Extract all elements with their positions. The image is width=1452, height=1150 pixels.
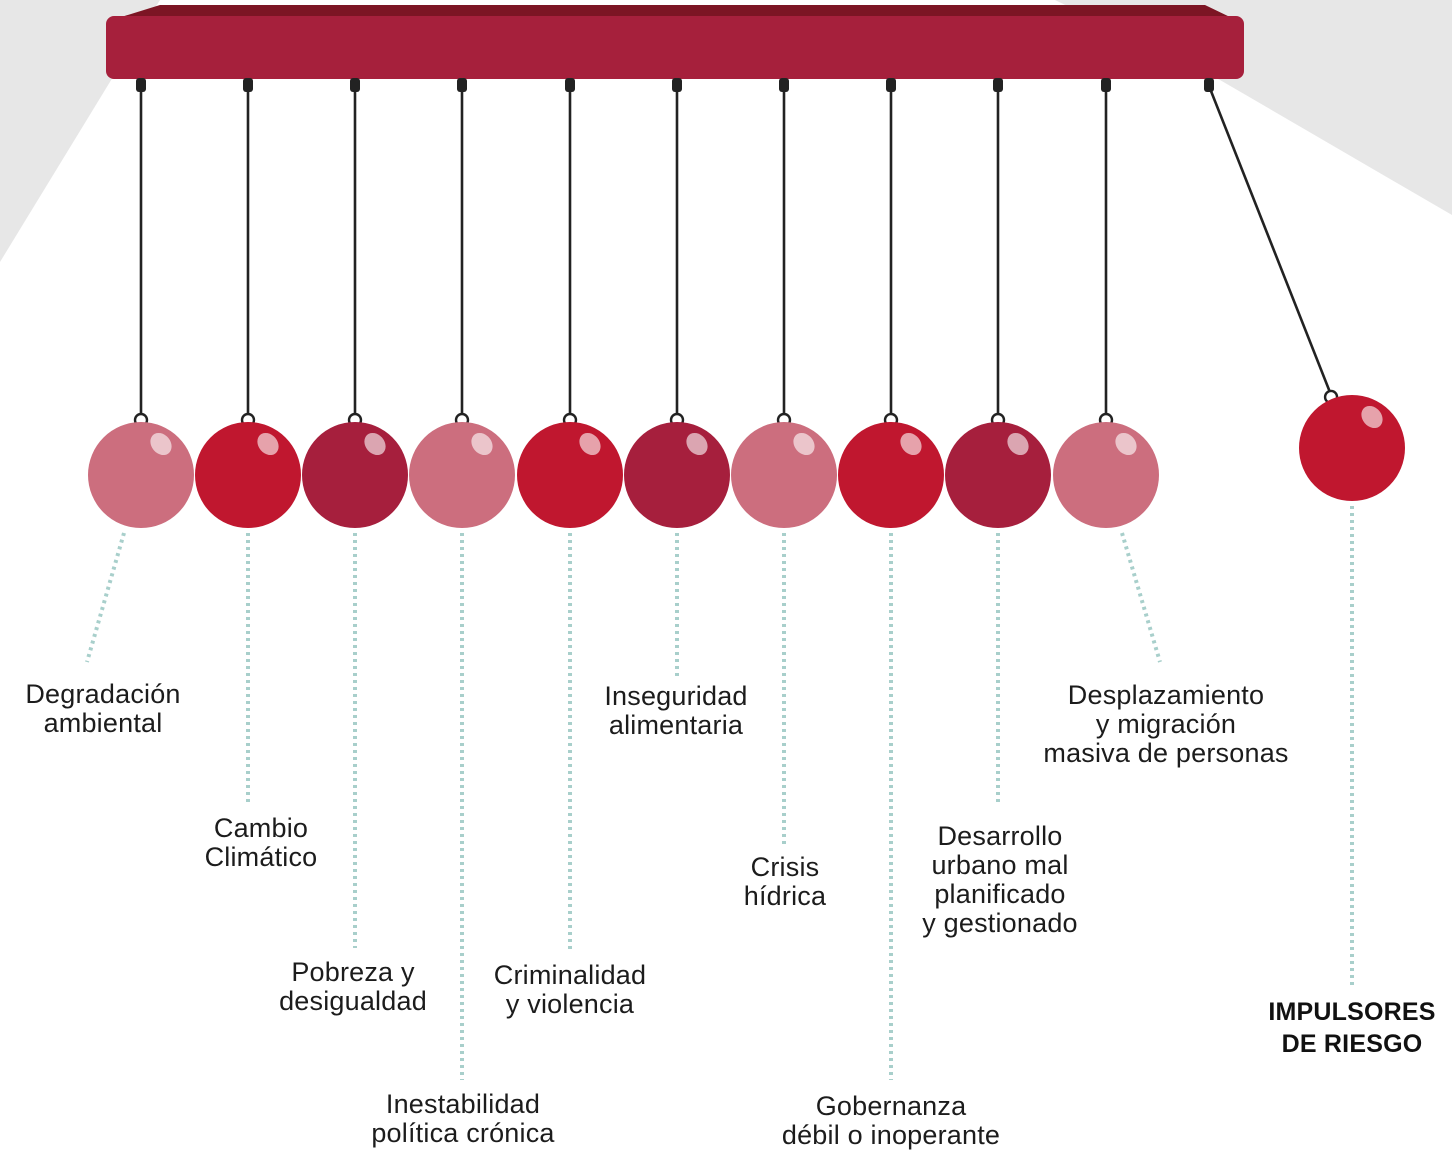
- hook-criminalidad: [565, 78, 575, 92]
- ball-highlight-inestabilidad: [471, 432, 493, 456]
- ball-cambio: [195, 422, 301, 528]
- label-line: Criminalidad: [493, 960, 647, 990]
- hook-degradacion: [136, 78, 146, 92]
- label-line: Desplazamiento: [1067, 680, 1265, 710]
- ball-degradacion: [88, 422, 194, 528]
- ball-highlight-crisis: [793, 432, 815, 456]
- label-line: Inseguridad: [604, 681, 748, 711]
- label-line: Cambio: [213, 813, 309, 843]
- connector-desplazamiento: [1120, 532, 1162, 663]
- hanging-bar: [106, 16, 1244, 79]
- label-line: débil o inoperante: [781, 1120, 1001, 1150]
- hook-inseguridad: [672, 78, 682, 92]
- label-line: urbano mal: [931, 850, 1069, 880]
- label-line: IMPULSORES: [1268, 998, 1436, 1026]
- label-line: Gobernanza: [815, 1091, 967, 1121]
- ball-highlight-inseguridad: [686, 432, 708, 456]
- ball-gobernanza: [838, 422, 944, 528]
- label-line: Degradación: [25, 679, 181, 709]
- ball-highlight-gobernanza: [900, 432, 922, 456]
- hook-cambio: [243, 78, 253, 92]
- hook-desarrollo: [993, 78, 1003, 92]
- ball-crisis: [731, 422, 837, 528]
- label-line: DE RIESGO: [1281, 1030, 1423, 1058]
- label-line: y gestionado: [922, 908, 1078, 938]
- label-line: desigualdad: [279, 986, 427, 1016]
- ball-inseguridad: [624, 422, 730, 528]
- label-line: alimentaria: [608, 710, 744, 740]
- ball-highlight-cambio: [257, 432, 279, 456]
- ball-highlight-criminalidad: [579, 432, 601, 456]
- bar-top-bevel: [118, 5, 1232, 18]
- hook-pobreza: [350, 78, 360, 92]
- ball-pobreza: [302, 422, 408, 528]
- ball-inestabilidad: [409, 422, 515, 528]
- ball-highlight-desarrollo: [1007, 432, 1029, 456]
- ball-highlight-degradacion: [150, 432, 172, 456]
- ball-criminalidad: [517, 422, 623, 528]
- label-line: Desarrollo: [937, 821, 1063, 851]
- label-line: planificado: [934, 879, 1066, 909]
- label-line: ambiental: [43, 708, 163, 738]
- label-line: y violencia: [505, 989, 635, 1019]
- label-line: Crisis: [750, 852, 820, 882]
- label-impulsores: IMPULSORES DE RIESGO: [1182, 996, 1452, 1060]
- hook-crisis: [779, 78, 789, 92]
- ball-highlight-pobreza: [364, 432, 386, 456]
- label-line: Inestabilidad: [385, 1089, 541, 1119]
- background-shape-right: [1055, 0, 1452, 215]
- label-line: Climático: [204, 842, 318, 872]
- ball-impulsores: [1299, 395, 1405, 501]
- hook-desplazamiento: [1101, 78, 1111, 92]
- hook-inestabilidad: [457, 78, 467, 92]
- connector-degradacion: [85, 532, 126, 663]
- ball-desplazamiento: [1053, 422, 1159, 528]
- label-line: política crónica: [371, 1118, 555, 1148]
- label-line: Pobreza y: [291, 957, 415, 987]
- label-line: masiva de personas: [1043, 738, 1289, 768]
- string-impulsores: [1207, 85, 1333, 396]
- hook-gobernanza: [886, 78, 896, 92]
- label-line: y migración: [1095, 709, 1237, 739]
- ball-highlight-desplazamiento: [1115, 432, 1137, 456]
- hook-impulsores: [1204, 78, 1214, 92]
- ball-desarrollo: [945, 422, 1051, 528]
- label-line: hídrica: [743, 881, 827, 911]
- ball-highlight-impulsores: [1361, 405, 1383, 429]
